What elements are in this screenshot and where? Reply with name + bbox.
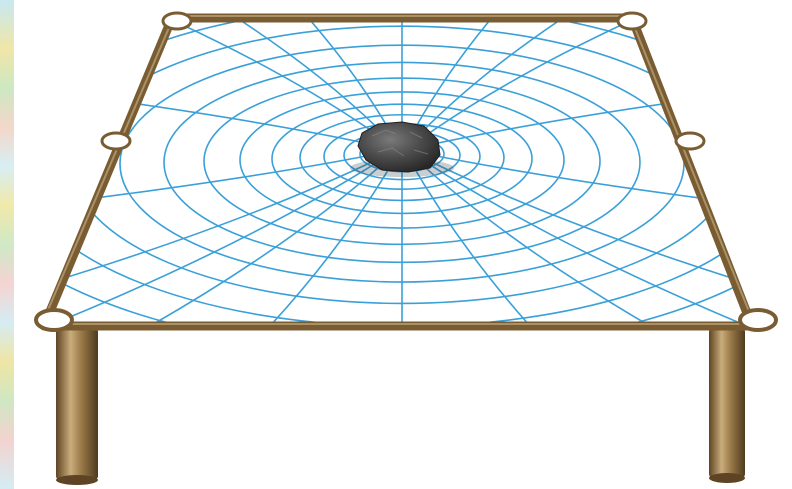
pocket-icon — [740, 310, 776, 330]
pocket-icon — [102, 133, 130, 149]
pocket-icon — [676, 133, 704, 149]
pocket-icon — [163, 13, 191, 29]
pocket-icon — [618, 13, 646, 29]
front-right-leg-foot — [709, 473, 745, 483]
table-legs — [56, 328, 745, 485]
front-left-leg-foot — [56, 475, 98, 485]
pocket-icon — [36, 310, 72, 330]
front-left-leg — [56, 328, 98, 480]
front-right-leg — [709, 328, 745, 478]
